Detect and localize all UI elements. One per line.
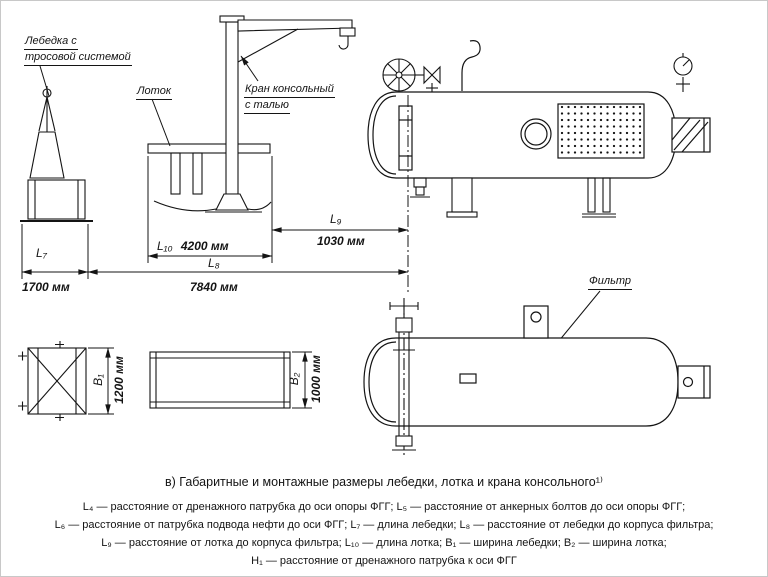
tray-callout: Лоток xyxy=(136,84,173,100)
legend-line-4: H₁ — расстояние от дренажного патрубка к… xyxy=(251,555,517,567)
dim-B1-label: B₁ xyxy=(91,374,105,386)
crane-callout: Кран консольный с талью xyxy=(244,82,335,114)
tray-side-view xyxy=(147,143,272,213)
dim-L9-label: L₉ xyxy=(330,212,342,226)
filter-side-view xyxy=(363,298,711,458)
tray-leader xyxy=(151,98,171,147)
dim-B1-value: 1200 мм xyxy=(112,356,126,404)
legend-line-3: L₉ — расстояние от лотка до корпуса филь… xyxy=(101,537,667,549)
tray-callout-text: Лоток xyxy=(136,84,173,100)
dim-L10-value: 4200 мм xyxy=(180,239,229,253)
crane-leader xyxy=(240,55,259,82)
legend-line-2: L₆ — расстояние от патрубка подвода нефт… xyxy=(54,519,714,531)
dim-L8-value: 7840 мм xyxy=(190,280,238,294)
dim-L8-label: L₈ xyxy=(208,256,220,270)
dim-L10-group: L₁₀ 4200 мм xyxy=(157,239,229,253)
crane-callout-line1: Кран консольный xyxy=(244,82,335,98)
dim-L10-label: L₁₀ xyxy=(157,239,173,253)
figure-caption: в) Габаритные и монтажные размеры лебедк… xyxy=(165,475,603,489)
anchor-bolt-marks xyxy=(18,341,64,421)
handwheel-valve xyxy=(382,58,441,92)
crane-trolley xyxy=(339,27,356,37)
winch-plan-view xyxy=(18,341,87,421)
dim-B2-label: B₂ xyxy=(287,372,301,386)
dimension-lines xyxy=(21,95,409,415)
dim-B2-value: 1000 мм xyxy=(309,355,323,403)
outlet-nozzle xyxy=(671,117,711,153)
winch-callout-line1: Лебедка с xyxy=(24,34,78,50)
filter-detail xyxy=(459,373,477,384)
dim-L9-value: 1030 мм xyxy=(317,234,365,248)
filter-callout-text: Фильтр xyxy=(588,274,633,290)
filter-valve-assembly xyxy=(389,298,419,458)
filter-outlet-nozzle xyxy=(677,365,711,399)
crane-hook xyxy=(338,36,349,50)
tray-plan-view xyxy=(149,351,291,409)
dim-L7-label: L₇ xyxy=(36,246,47,260)
legend-line-1: L₄ — расстояние от дренажного патрубка д… xyxy=(82,501,686,513)
hook-davit xyxy=(461,40,481,91)
vessel-side-view xyxy=(367,40,711,218)
winch-side-view xyxy=(20,86,93,222)
winch-leader xyxy=(39,65,50,97)
winch-callout: Лебедка с тросовой системой xyxy=(24,34,132,66)
perforated-plate xyxy=(557,103,645,159)
pressure-gauge xyxy=(673,53,693,92)
drain-nozzle xyxy=(410,177,430,198)
dimension-legend: L₄ — расстояние от дренажного патрубка д… xyxy=(0,498,768,570)
crane-jib xyxy=(237,19,353,32)
technical-drawing xyxy=(18,15,711,458)
lifting-lug xyxy=(523,305,549,339)
manhole xyxy=(520,118,552,150)
crane-callout-line2: с талью xyxy=(244,98,290,114)
vessel-supports xyxy=(446,177,616,218)
dim-L7-value: 1700 мм xyxy=(22,280,70,294)
winch-callout-line2: тросовой системой xyxy=(24,50,132,66)
filter-callout: Фильтр xyxy=(588,274,633,290)
